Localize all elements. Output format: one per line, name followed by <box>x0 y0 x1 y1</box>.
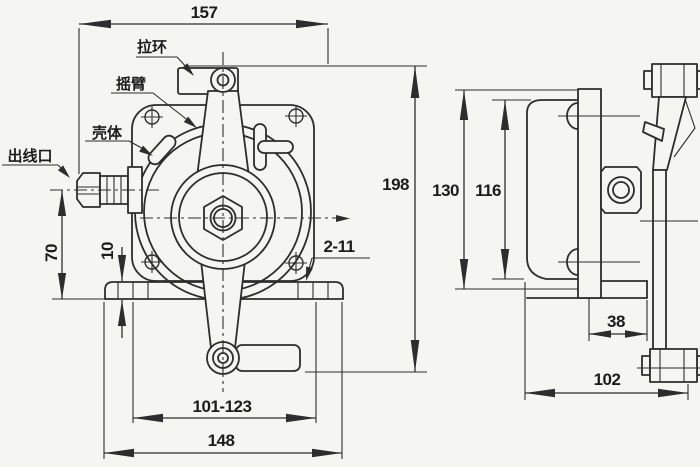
dim-2-11: 2-11 <box>323 237 354 256</box>
label-cable-outlet: 出线口 <box>7 147 52 165</box>
plate-bolts <box>558 102 640 276</box>
rocker-arm-side <box>637 63 700 383</box>
side-view <box>526 63 700 383</box>
dimension-texts: 157 198 130 116 70 10 2-11 101-123 148 3… <box>42 3 625 450</box>
centerlines <box>50 52 350 392</box>
pull-ring-mount-bottom <box>206 341 301 375</box>
front-view <box>76 67 344 375</box>
dim-116: 116 <box>475 181 501 200</box>
shaft-nut-side <box>600 166 642 214</box>
dim-38: 38 <box>607 312 625 331</box>
dim-101-123: 101-123 <box>193 397 252 416</box>
dim-130: 130 <box>432 181 459 200</box>
part-labels: 拉环 摇臂 壳体 出线口 <box>2 38 197 178</box>
corner-screw-holes <box>141 105 307 274</box>
front-plate <box>577 88 602 299</box>
dim-198: 198 <box>382 175 409 194</box>
slot-cutout <box>147 134 177 166</box>
cross-cutout <box>253 123 294 171</box>
dimension-lines <box>52 19 689 459</box>
dim-148: 148 <box>208 431 235 450</box>
dim-10: 10 <box>98 242 117 260</box>
dim-70: 70 <box>42 244 61 262</box>
label-housing: 壳体 <box>91 124 123 142</box>
dim-157: 157 <box>191 3 218 22</box>
label-rocker-arm: 摇臂 <box>116 75 146 93</box>
label-pull-ring: 拉环 <box>137 38 167 56</box>
dim-102: 102 <box>594 370 621 389</box>
side-housing <box>526 99 602 280</box>
